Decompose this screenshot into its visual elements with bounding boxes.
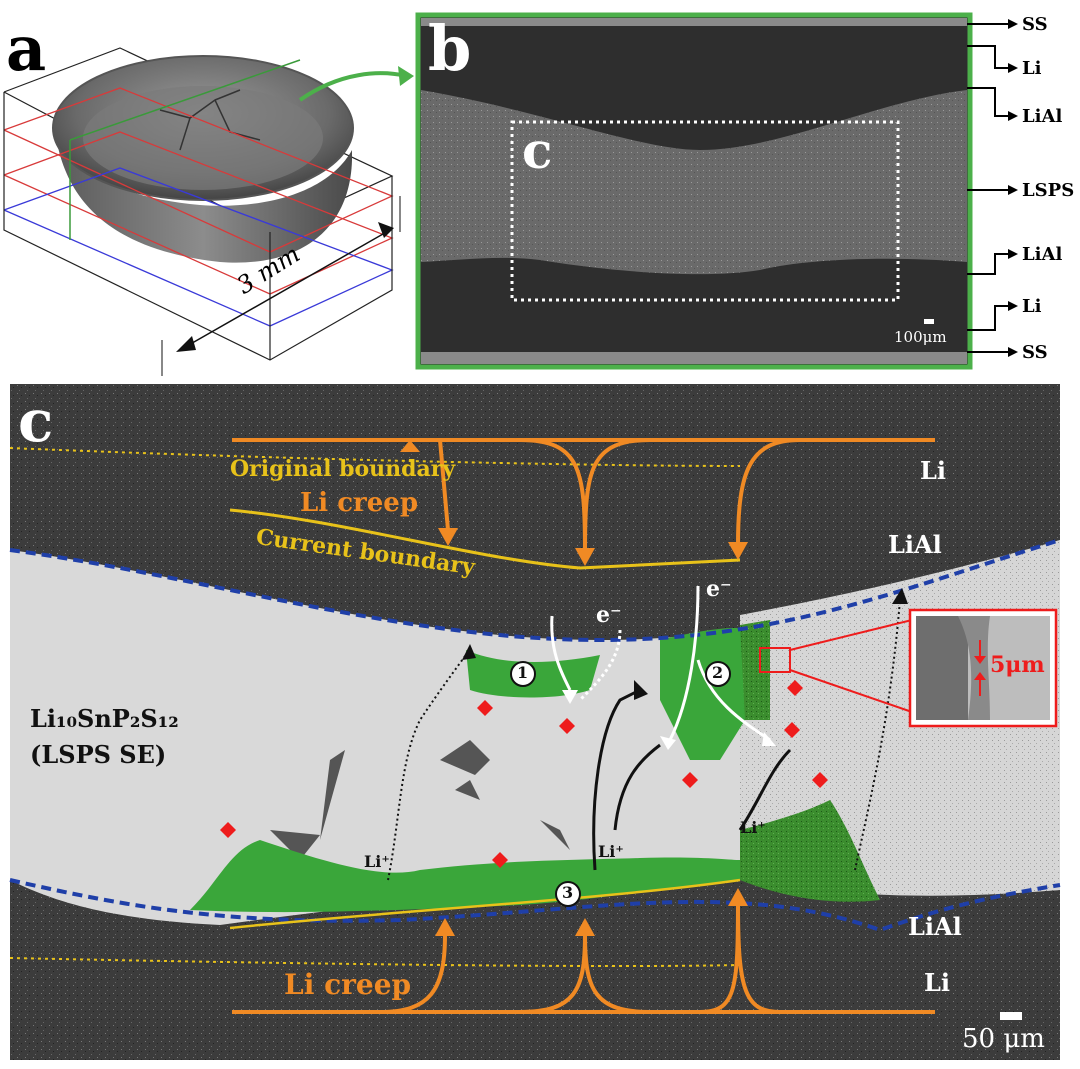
label-lial-bottom: LiAl [908, 912, 962, 941]
layer-label-li-bottom: Li [1022, 296, 1042, 317]
label-li-creep-top: Li creep [300, 488, 419, 518]
label-li-ion-2: Li⁺ [598, 842, 624, 861]
layer-label-lial-top: LiAl [1022, 106, 1063, 127]
marker-3: 3 [562, 883, 574, 902]
layer-label-ss-bottom: SS [1022, 342, 1048, 363]
panel-a-3d-render [3, 47, 414, 376]
layer-label-li-top: Li [1022, 58, 1042, 79]
panel-c-letter: c [18, 387, 54, 455]
marker-2: 2 [712, 663, 724, 682]
marker-1: 1 [517, 663, 529, 682]
panel-b-inset-letter: c [522, 121, 553, 180]
panel-a-letter: a [6, 12, 47, 85]
label-electron-2: e⁻ [706, 576, 732, 602]
panel-b-scale-label: 100μm [894, 328, 947, 346]
label-lial-top: LiAl [888, 530, 942, 559]
layer-label-ss-top: SS [1022, 14, 1048, 35]
label-li-top: Li [920, 456, 946, 485]
layer-label-lial-bottom: LiAl [1022, 244, 1063, 265]
layer-label-lsps: LSPS [1022, 180, 1075, 201]
label-electron-1: e⁻ [596, 602, 622, 628]
label-se-name: (LSPS SE) [30, 740, 167, 769]
panel-c-scale-label: 50 μm [962, 1024, 1045, 1054]
label-li-ion-1: Li⁺ [364, 852, 390, 871]
panel-b-letter: b [428, 12, 472, 85]
label-li-creep-bottom: Li creep [284, 968, 412, 1001]
label-li-ion-3: Li⁺ [740, 818, 766, 837]
label-li-bottom: Li [924, 968, 950, 997]
inset-scale-label: 5μm [990, 652, 1045, 678]
panel-b-image [415, 12, 1018, 370]
label-original-boundary: Original boundary [230, 456, 456, 482]
label-se-formula: Li₁₀SnP₂S₁₂ [30, 704, 179, 733]
